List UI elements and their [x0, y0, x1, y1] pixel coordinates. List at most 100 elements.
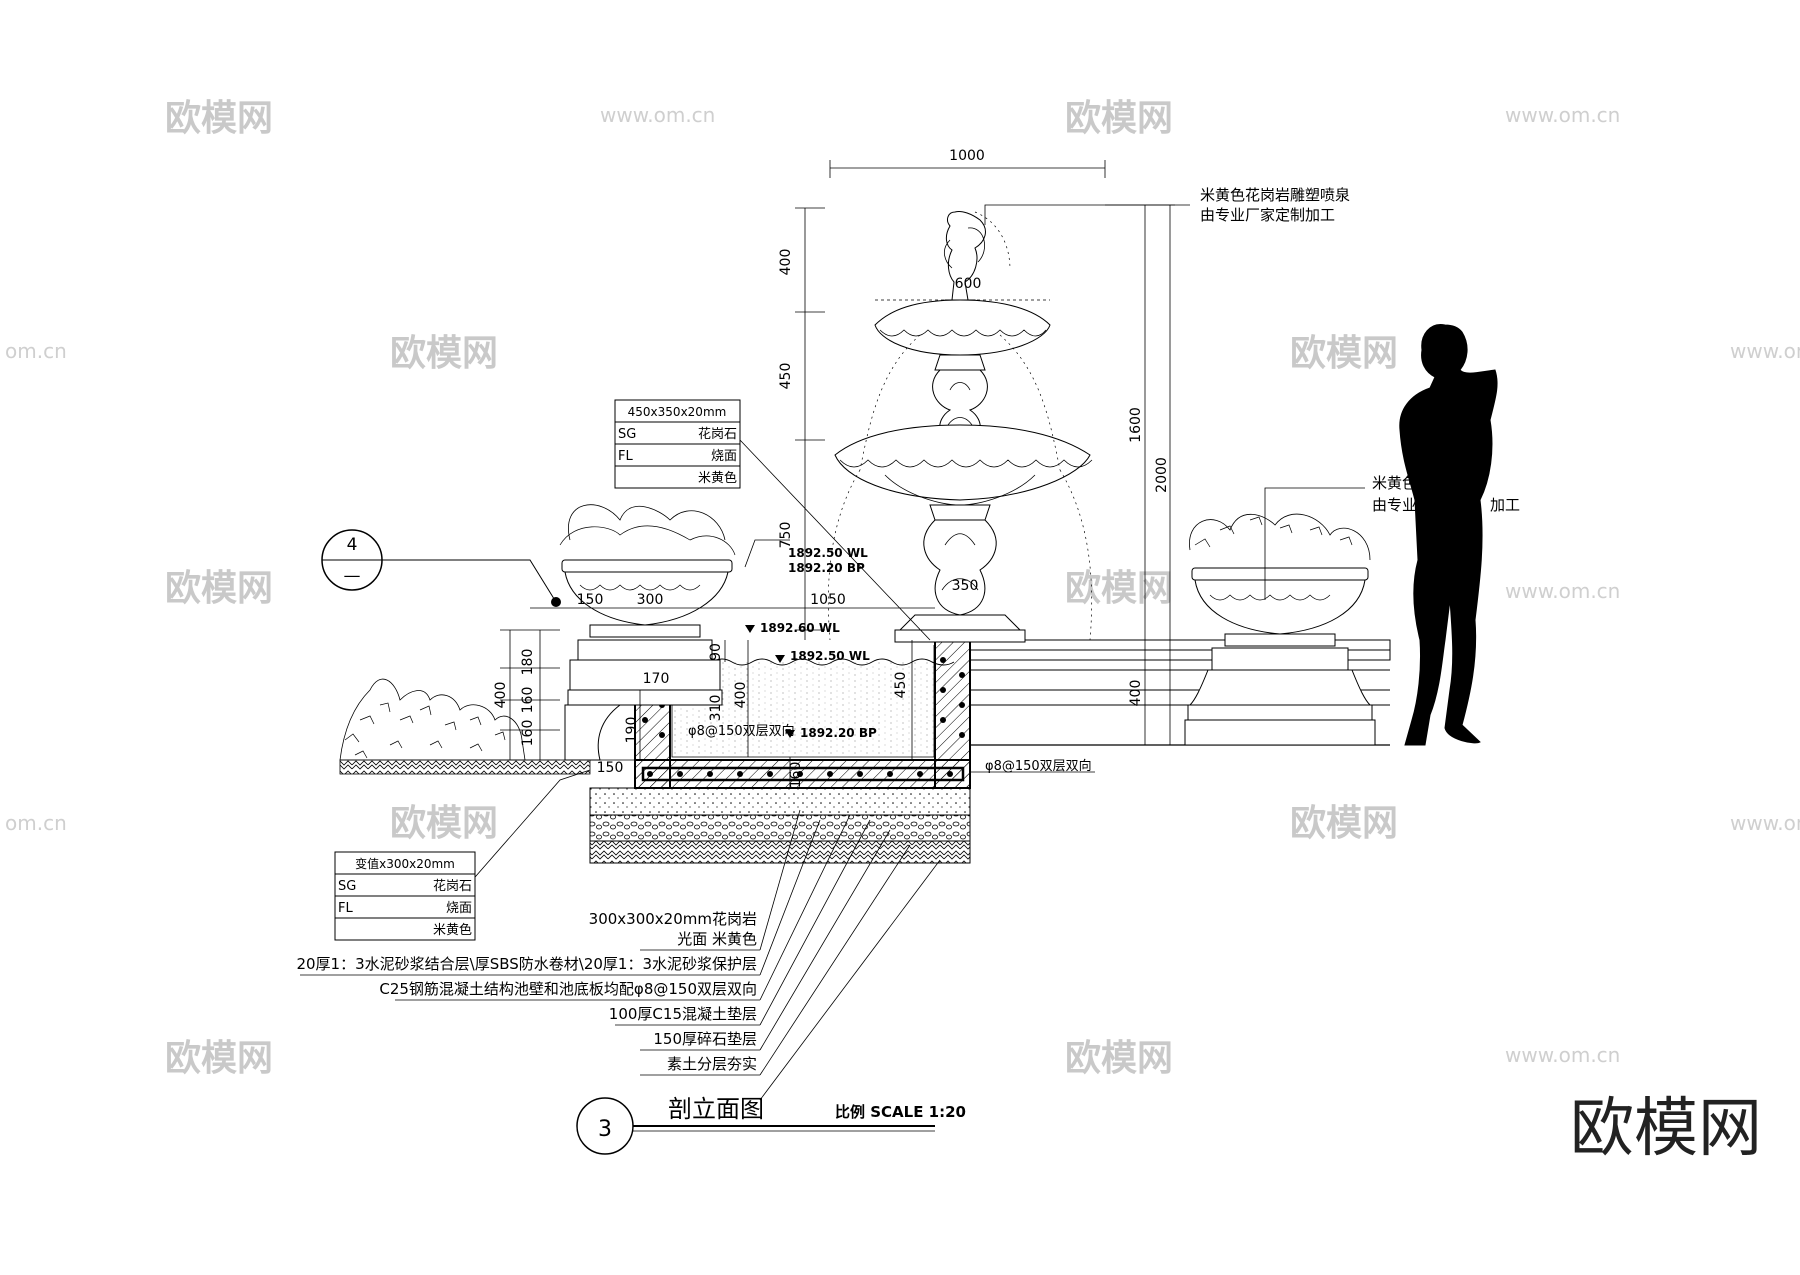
layer-note-5: 150厚碎石垫层 [653, 1030, 757, 1048]
layer-note-6: 素土分层夯实 [667, 1055, 757, 1073]
human-silhouette [1399, 324, 1498, 746]
table-bottom-code-1: FL [338, 901, 353, 916]
watermark-url: www.om.cn [1505, 579, 1620, 603]
dim-160-slab: 160 [788, 762, 804, 789]
planting-left [339, 678, 591, 775]
layer-note-4: 100厚C15混凝土垫层 [609, 1005, 757, 1023]
table-top-code-1: FL [618, 449, 633, 464]
watermark-url-short: om.cn [5, 339, 67, 363]
table-bottom-header: 变值x300x20mm [355, 856, 455, 871]
layer-notes: 300x300x20mm花岗岩 光面 米黄色 20厚1：3水泥砂浆结合层\厚SB… [296, 910, 760, 1076]
dim-160-a: 160 [520, 687, 536, 714]
callout-dot [551, 597, 561, 607]
compacted-soil-layer [589, 840, 971, 864]
level-markers [745, 625, 795, 738]
table-top-value-2: 米黄色 [698, 470, 737, 486]
watermark-brand: 欧模网 [1290, 333, 1398, 374]
watermark-url: www.om.cn [1730, 811, 1800, 835]
section-title: 剖立面图 [668, 1095, 764, 1123]
table-bottom-value-0: 花岗石 [433, 878, 472, 894]
section-number: 3 [598, 1117, 612, 1142]
layer-note-0: 300x300x20mm花岗岩 [589, 910, 757, 928]
level-wl-1: 1892.50 WL [788, 546, 868, 560]
dim-1600: 1600 [1128, 407, 1144, 443]
planter-note-line2: 由专业厂 [1372, 496, 1432, 514]
leader-lines [454, 204, 1365, 1101]
watermark-brand: 欧模网 [1065, 568, 1173, 609]
material-table-top: 450x350x20mm SG 花岗石 FL 烧面 米黄色 [614, 399, 741, 489]
level-labels: 1892.50 WL 1892.20 BP 1892.60 WL 1892.50… [760, 546, 877, 740]
dim-150-base: 150 [597, 760, 624, 776]
watermark-url: www.om.cn [1730, 339, 1800, 363]
concrete-cushion-layer [589, 787, 971, 816]
dimensions [500, 160, 1175, 788]
table-top-header: 450x350x20mm [628, 405, 727, 419]
dim-400-left: 400 [493, 682, 509, 709]
watermark-brand: 欧模网 [165, 98, 273, 139]
watermark-url: www.om.cn [1505, 1043, 1620, 1067]
layer-note-1: 光面 米黄色 [677, 930, 757, 948]
fountain-note-line1: 米黄色花岗岩雕塑喷泉 [1200, 186, 1350, 204]
rebar-note-outer: φ8@150双层双向 [985, 758, 1092, 774]
table-top-value-0: 花岗石 [698, 426, 737, 442]
watermark-brand: 欧模网 [1065, 1038, 1173, 1079]
table-bottom-code-0: SG [338, 879, 356, 894]
dim-750: 750 [778, 522, 794, 549]
dim-2000: 2000 [1154, 457, 1170, 493]
corner-logo: 欧模网 [1570, 1092, 1762, 1166]
watermark-brand: 欧模网 [390, 333, 498, 374]
watermark-brand: 欧模网 [165, 1038, 273, 1079]
dim-1050: 1050 [810, 592, 846, 608]
watermark-url-short: om.cn [5, 811, 67, 835]
layer-note-2: 20厚1：3水泥砂浆结合层\厚SBS防水卷材\20厚1：3水泥砂浆保护层 [296, 955, 757, 973]
watermark-brand: 欧模网 [1290, 803, 1398, 844]
watermark-brand: 欧模网 [390, 803, 498, 844]
dim-180: 180 [520, 649, 536, 676]
table-top-value-1: 烧面 [711, 449, 737, 464]
dim-1000: 1000 [949, 148, 985, 164]
dim-90: 90 [708, 643, 724, 661]
dim-300: 300 [637, 592, 664, 608]
dimension-labels: 1000 400 450 750 600 350 1600 2000 400 1… [493, 148, 1170, 788]
watermark-url: www.om.cn [1505, 103, 1620, 127]
fountain-sculpture [827, 211, 1093, 643]
callout-leader [382, 559, 557, 603]
layer-note-3: C25钢筋混凝土结构池壁和池底板均配φ8@150双层双向 [379, 980, 757, 998]
dim-150-top: 150 [577, 592, 604, 608]
gravel-layer [589, 814, 971, 842]
watermark-brand: 欧模网 [1065, 98, 1173, 139]
level-wl-3: 1892.50 WL [790, 649, 870, 663]
level-bp-2: 1892.20 BP [800, 726, 877, 740]
dim-310: 310 [708, 695, 724, 722]
dim-400-top: 400 [778, 249, 794, 276]
level-wl-2: 1892.60 WL [760, 621, 840, 635]
table-bottom-value-1: 烧面 [446, 901, 472, 916]
planter-note-line1: 米黄色花 [1372, 474, 1432, 492]
level-bp-1: 1892.20 BP [788, 561, 865, 575]
callout-bottom: — [344, 566, 361, 586]
dim-160-b: 160 [520, 720, 536, 747]
table-bottom-value-2: 米黄色 [433, 922, 472, 938]
material-table-bottom: 变值x300x20mm SG 花岗石 FL 烧面 米黄色 [334, 851, 476, 941]
watermark-brand: 欧模网 [165, 568, 273, 609]
dim-400-pool: 400 [733, 682, 749, 709]
planter-note-line3: 加工 [1490, 496, 1520, 514]
fountain-note-line2: 由专业厂家定制加工 [1200, 206, 1335, 224]
dim-450-mid: 450 [778, 363, 794, 390]
watermark-url: www.om.cn [600, 103, 715, 127]
rebar-note-inner: φ8@150双层双向 [688, 723, 795, 739]
section-scale: 比例 SCALE 1:20 [835, 1103, 966, 1121]
section-title-block: 3 剖立面图 比例 SCALE 1:20 [576, 1095, 966, 1155]
callout-top: 4 [347, 535, 358, 555]
table-top-code-0: SG [618, 427, 636, 442]
planter-right [1184, 513, 1376, 746]
detail-callout: 4 — [321, 529, 561, 607]
dim-170: 170 [643, 671, 670, 687]
planter-left [559, 504, 736, 761]
dim-450-pool: 450 [893, 672, 909, 699]
pool-wall-right [934, 639, 971, 789]
dim-350: 350 [952, 578, 979, 594]
